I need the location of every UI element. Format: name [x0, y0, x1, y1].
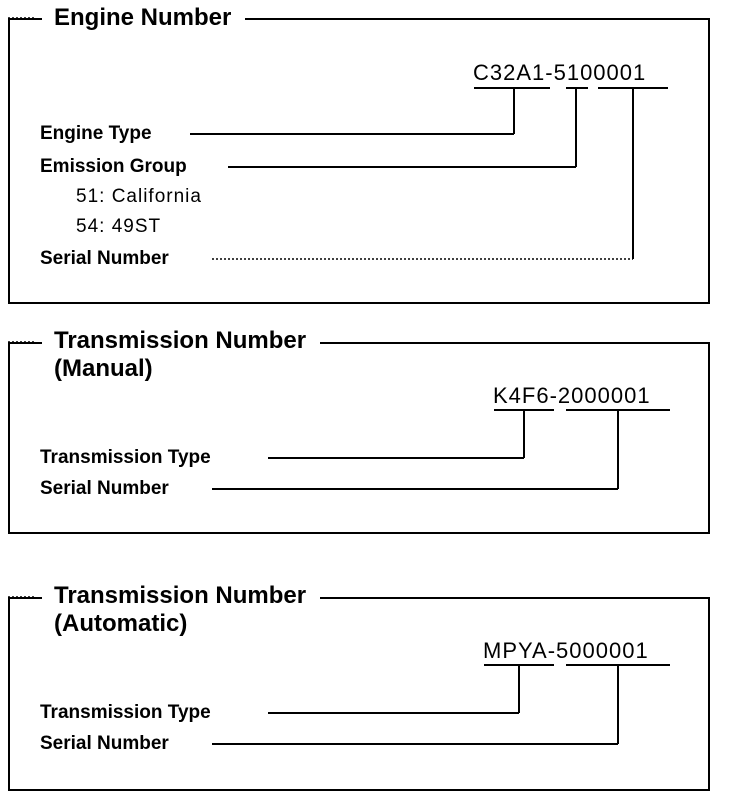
- automatic-transmission-title: Transmission Number (Automatic): [42, 582, 321, 638]
- automatic-transmission-code: MPYA-5000001: [483, 638, 649, 663]
- automatic-transmission-frame: [8, 597, 710, 791]
- emission-california-label: 51: California: [76, 186, 202, 207]
- engine-serial-label: Serial Number: [40, 248, 169, 269]
- automatic-transmission-type-label: Transmission Type: [40, 702, 211, 723]
- manual-title-line2: (Manual): [54, 355, 307, 383]
- engine-number-code: C32A1-5100001: [473, 60, 647, 85]
- engine-type-label: Engine Type: [40, 123, 152, 144]
- automatic-title-line2: (Automatic): [54, 610, 307, 638]
- emission-group-label: Emission Group: [40, 156, 187, 177]
- manual-transmission-title: Transmission Number (Manual): [42, 327, 321, 383]
- engine-number-frame: [8, 18, 710, 304]
- automatic-serial-label: Serial Number: [40, 733, 169, 754]
- manual-transmission-code: K4F6-2000001: [493, 383, 651, 408]
- manual-title-line1: Transmission Number: [54, 327, 307, 354]
- manual-serial-label: Serial Number: [40, 478, 169, 499]
- emission-49st-label: 54: 49ST: [76, 216, 162, 237]
- engine-number-title: Engine Number: [42, 4, 246, 32]
- manual-transmission-frame: [8, 342, 710, 534]
- manual-transmission-type-label: Transmission Type: [40, 447, 211, 468]
- automatic-title-line1: Transmission Number: [54, 582, 307, 609]
